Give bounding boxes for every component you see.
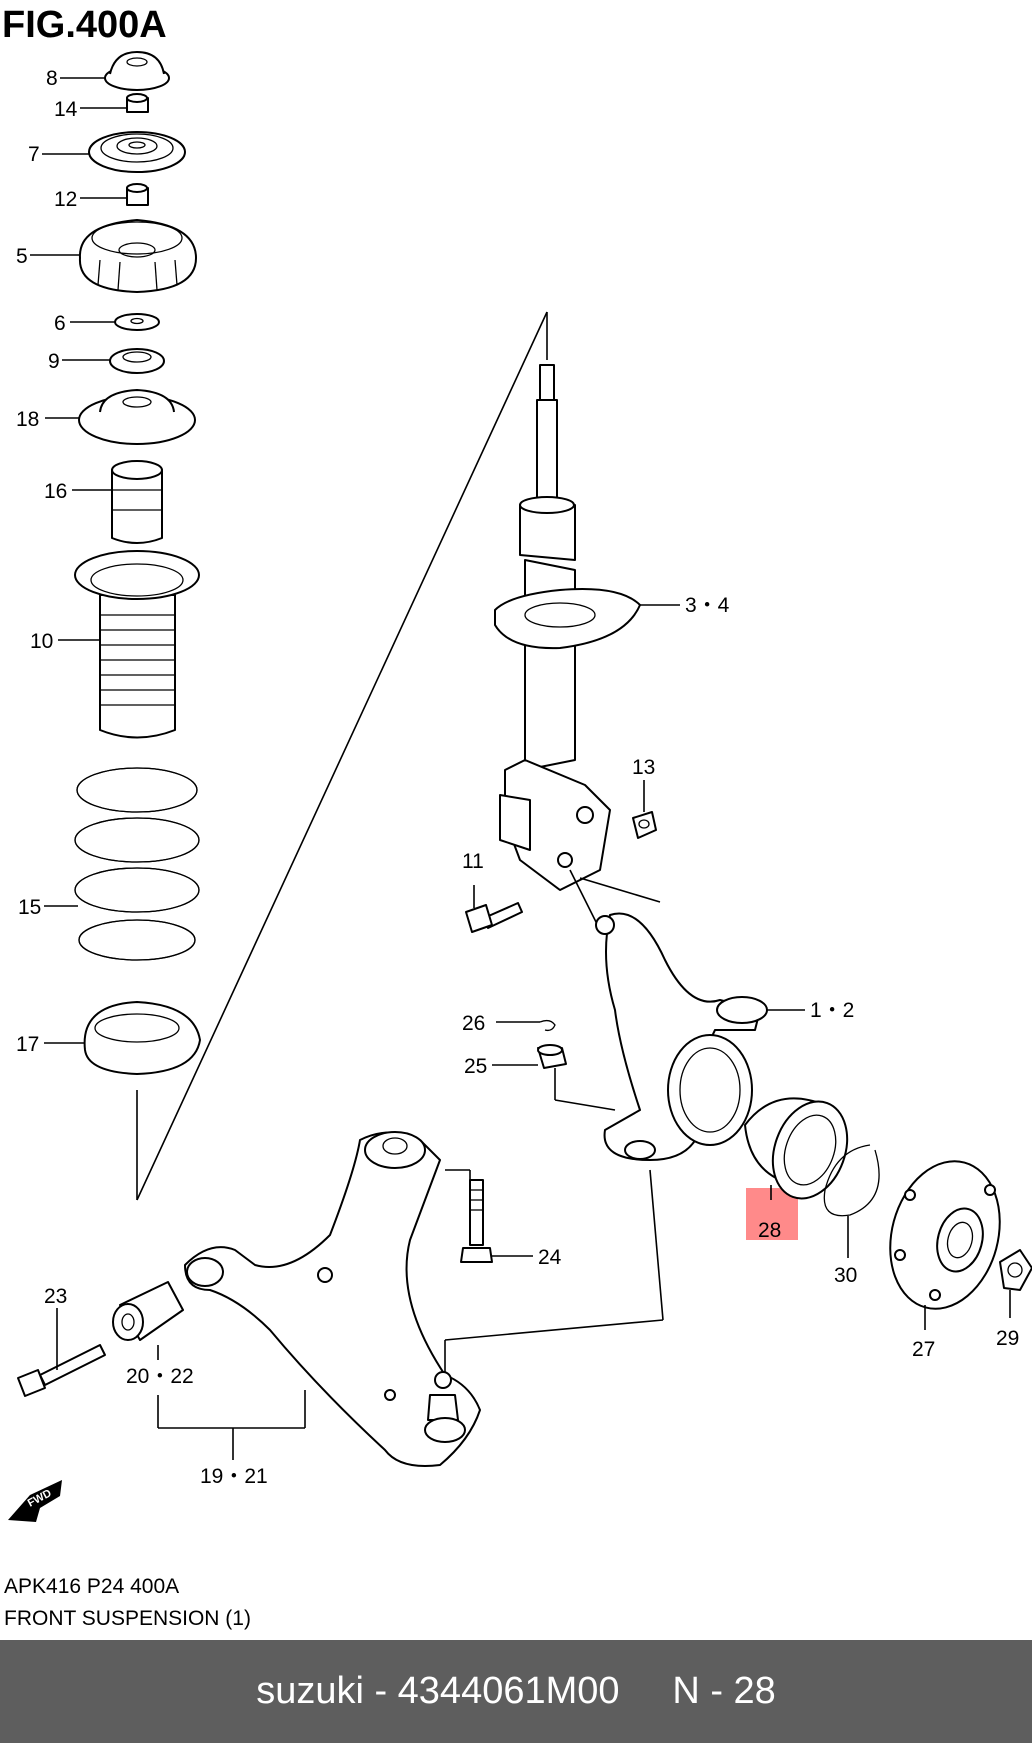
knuckle-guide-line-2 bbox=[569, 869, 601, 931]
callout-30: 30 bbox=[834, 1264, 857, 1287]
callout-10: 10 bbox=[30, 630, 53, 653]
part-18-spring-seat bbox=[78, 389, 196, 445]
callout-24: 24 bbox=[538, 1246, 562, 1269]
arm-guide-3 bbox=[649, 1169, 664, 1321]
part-24-bolt bbox=[460, 1179, 493, 1263]
callout-17: 17 bbox=[16, 1033, 39, 1056]
part-25-castle-nut bbox=[537, 1044, 567, 1069]
callout-19-21: 19・21 bbox=[200, 1465, 268, 1488]
part-10-dust-boot bbox=[74, 550, 200, 739]
part-29-hub-nut bbox=[999, 1249, 1032, 1291]
part-19-21-lower-control-arm bbox=[184, 1131, 481, 1467]
callout-20-22: 20・22 bbox=[126, 1365, 194, 1388]
part-6-washer bbox=[114, 313, 160, 331]
callout-1-2: 1・2 bbox=[810, 999, 854, 1022]
part-15-coil-spring bbox=[74, 767, 200, 961]
part-16-bump-stop bbox=[111, 460, 163, 544]
part-9-bearing bbox=[109, 348, 165, 374]
callout-26: 26 bbox=[462, 1012, 485, 1035]
callout-12: 12 bbox=[54, 188, 77, 211]
figure-code: APK416 P24 400A bbox=[4, 1575, 180, 1598]
part-13-nut bbox=[632, 811, 657, 839]
part-11-bolt bbox=[465, 902, 523, 933]
callout-9: 9 bbox=[48, 350, 60, 373]
ball-joint-guide-2 bbox=[554, 1099, 616, 1111]
part-23-bolt bbox=[17, 1344, 106, 1397]
part-28-highlight bbox=[746, 1188, 798, 1240]
callout-5: 5 bbox=[16, 245, 28, 268]
part-27-wheel-hub bbox=[889, 1160, 1001, 1310]
part-7-bearing-plate bbox=[88, 131, 186, 173]
fwd-arrow-icon: FWD bbox=[8, 1480, 62, 1522]
callout-14: 14 bbox=[54, 98, 78, 121]
figure-title: FIG.400A bbox=[2, 4, 167, 46]
callout-18: 18 bbox=[16, 408, 39, 431]
part-14-nut bbox=[126, 93, 149, 113]
figure-caption: FRONT SUSPENSION (1) bbox=[4, 1607, 251, 1630]
callout-7: 7 bbox=[28, 143, 40, 166]
callout-28: 28 bbox=[758, 1219, 781, 1242]
part-8-top-cap bbox=[104, 51, 170, 91]
part-30-snap-ring bbox=[823, 1144, 880, 1217]
callout-27: 27 bbox=[912, 1338, 935, 1361]
callout-3-4: 3・4 bbox=[685, 594, 730, 617]
arm-guide-2 bbox=[444, 1319, 664, 1341]
part-5-strut-mount bbox=[78, 219, 197, 293]
footer-part-number: suzuki - 4344061M00 N - 28 bbox=[256, 1670, 776, 1712]
leader-lines bbox=[30, 77, 805, 1460]
part-17-lower-spring-seat bbox=[83, 1001, 201, 1075]
suspension-diagram: FWD 8 14 7 12 5 6 9 18 16 10 15 17 bbox=[8, 51, 1032, 1522]
callout-8: 8 bbox=[46, 67, 58, 90]
callout-23: 23 bbox=[44, 1285, 67, 1308]
knuckle-guide-line bbox=[579, 877, 661, 903]
part-1-2-steering-knuckle bbox=[595, 912, 768, 1161]
part-28-wheel-bearing bbox=[744, 1097, 849, 1200]
callout-11: 11 bbox=[462, 850, 484, 873]
part-3-4-strut-assembly bbox=[494, 364, 641, 891]
footer-bar: suzuki - 4344061M00 N - 28 bbox=[0, 1640, 1032, 1743]
callout-15: 15 bbox=[18, 896, 41, 919]
part-26-cotter-pin bbox=[539, 1019, 556, 1032]
callout-6: 6 bbox=[54, 312, 66, 335]
callout-13: 13 bbox=[632, 756, 655, 779]
callout-16: 16 bbox=[44, 480, 67, 503]
callout-25: 25 bbox=[464, 1055, 487, 1078]
callout-29: 29 bbox=[996, 1327, 1019, 1350]
part-20-22-bushing bbox=[112, 1281, 184, 1341]
part-12-nut bbox=[126, 183, 149, 206]
assembly-guide-line bbox=[136, 311, 548, 1201]
